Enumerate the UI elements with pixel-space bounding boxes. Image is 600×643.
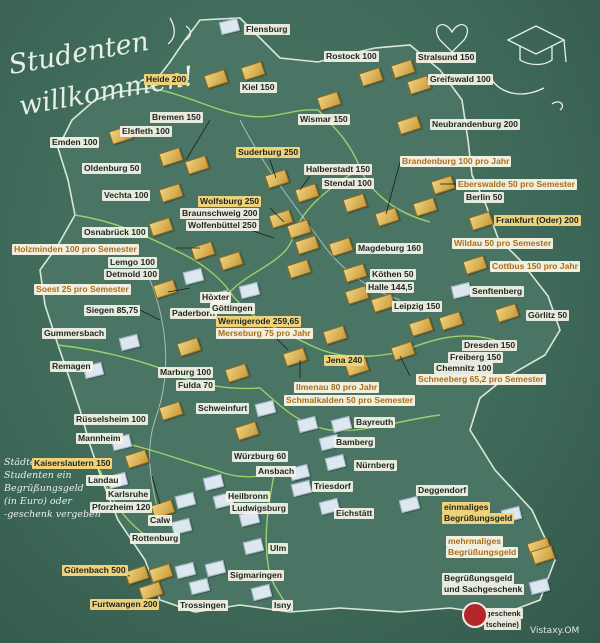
city-label-detmold: Detmold 100 <box>104 269 160 280</box>
city-label-oldenburg: Oldenburg 50 <box>82 163 142 174</box>
legend-voucher-line2: tscheine) <box>484 619 521 630</box>
city-label-stendal: Stendal 100 <box>322 178 374 189</box>
legend-multiple-line2: Begrüßungsgeld <box>446 547 519 558</box>
city-label-wildau: Wildau 50 pro Semester <box>452 238 554 249</box>
city-label-guetenbach: Gütenbach 500 <box>62 565 128 576</box>
city-label-hoexter: Höxter <box>200 292 232 303</box>
city-label-jena: Jena 240 <box>324 355 365 366</box>
sidenote-line: -geschenk vergeben <box>4 509 101 520</box>
sidenote-line: Begrüßungsgeld <box>4 483 84 494</box>
city-label-wolfsburg: Wolfsburg 250 <box>198 196 262 207</box>
city-label-ansbach: Ansbach <box>256 466 297 477</box>
city-label-nuernberg: Nürnberg <box>354 460 397 471</box>
city-label-triesdorf: Triesdorf <box>312 481 353 492</box>
legend-cash-gift-line2: und Sachgeschenk <box>442 584 525 595</box>
city-label-goerlitz: Görlitz 50 <box>526 310 570 321</box>
city-label-deggendorf: Deggendorf <box>416 485 469 496</box>
city-label-bayreuth: Bayreuth <box>354 417 396 428</box>
city-label-ulm: Ulm <box>268 543 289 554</box>
legend-one-time-line2: Begrüßungsgeld <box>442 513 515 524</box>
city-label-lemgo: Lemgo 100 <box>108 257 157 268</box>
city-label-senftenberg: Senftenberg <box>470 286 525 297</box>
city-label-sigmaringen: Sigmaringen <box>228 570 285 581</box>
city-label-holzminden: Holzminden 100 pro Semester <box>12 244 139 255</box>
city-label-soest: Soest 25 pro Semester <box>34 284 131 295</box>
city-label-magdeburg: Magdeburg 160 <box>356 243 424 254</box>
city-label-cottbus: Cottbus 150 pro Jahr <box>490 261 580 272</box>
city-label-schneeberg: Schneeberg 65,2 pro Semester <box>416 374 546 385</box>
city-label-koethen: Köthen 50 <box>370 269 416 280</box>
legend-one-time-line1: einmaliges <box>442 502 491 513</box>
city-label-osnabrueck: Osnabrück 100 <box>82 227 148 238</box>
city-label-siegen: Siegen 85,75 <box>84 305 141 316</box>
city-label-marburg: Marburg 100 <box>158 367 214 378</box>
city-label-trossingen: Trossingen <box>178 600 228 611</box>
city-label-frankfurt: Frankfurt (Oder) 200 <box>494 215 581 226</box>
seal-logo-icon <box>462 602 488 628</box>
city-label-kiel: Kiel 150 <box>240 82 277 93</box>
city-label-freiberg: Freiberg 150 <box>448 352 504 363</box>
city-label-schmalkalden: Schmalkalden 50 pro Semester <box>284 395 416 406</box>
city-label-goettingen: Göttingen <box>210 303 255 314</box>
city-label-gummersbach: Gummersbach <box>42 328 107 339</box>
city-label-berlin: Berlin 50 <box>464 192 505 203</box>
city-label-elsfleth: Elsfleth 100 <box>120 126 172 137</box>
legend: einmaliges Begrüßungsgeld mehrmaliges Be… <box>442 502 600 642</box>
city-label-furtwangen: Furtwangen 200 <box>90 599 160 610</box>
city-label-pforzheim: Pforzheim 120 <box>90 502 153 513</box>
city-label-heilbronn: Heilbronn <box>226 491 271 502</box>
sidenote-line: (in Euro) oder <box>4 496 72 507</box>
city-label-ruesselsheim: Rüsselsheim 100 <box>74 414 148 425</box>
city-label-suderburg: Suderburg 250 <box>236 147 301 158</box>
city-label-karlsruhe: Karlsruhe <box>106 489 151 500</box>
city-label-emden: Emden 100 <box>50 137 100 148</box>
city-label-greifswald: Greifswald 100 <box>428 74 493 85</box>
city-label-schweinfurt: Schweinfurt <box>196 403 250 414</box>
city-label-paderborn: Paderborn <box>170 308 217 319</box>
city-label-fulda: Fulda 70 <box>176 380 215 391</box>
city-label-rostock: Rostock 100 <box>324 51 379 62</box>
city-label-wernigerode: Wernigerode 259,65 <box>216 316 302 327</box>
sidenote-line: Studenten ein <box>4 470 72 481</box>
city-label-wuerzburg: Würzburg 60 <box>232 451 289 462</box>
watermark: Vistaxy.OM <box>530 626 580 636</box>
city-label-remagen: Remagen <box>50 361 93 372</box>
city-label-neubrandenburg: Neubrandenburg 200 <box>430 119 520 130</box>
city-label-wismar: Wismar 150 <box>298 114 350 125</box>
legend-voucher-line1: geschenk <box>484 608 523 619</box>
city-label-brandenburg: Brandenburg 100 pro Jahr <box>400 156 512 167</box>
legend-cash-gift-line1: Begrüßungsgeld <box>442 573 515 584</box>
city-label-halle: Halle 144,5 <box>366 282 415 293</box>
city-label-ilmenau: Ilmenau 80 pro Jahr <box>294 382 380 393</box>
city-label-mannheim: Mannheim <box>76 433 123 444</box>
city-label-halberstadt: Halberstadt 150 <box>304 164 373 175</box>
city-label-chemnitz: Chemnitz 100 <box>434 363 494 374</box>
city-label-eichstaett: Eichstätt <box>334 508 375 519</box>
city-label-braunschweig: Braunschweig 200 <box>180 208 260 219</box>
city-label-heide: Heide 200 <box>144 74 189 85</box>
city-label-kaiserslautern: Kaiserslautern 150 <box>32 458 113 469</box>
city-label-wolfenbuettel: Wolfenbüttel 250 <box>186 220 259 231</box>
city-label-isny: Isny <box>272 600 294 611</box>
city-label-rottenburg: Rottenburg <box>130 533 181 544</box>
legend-multiple-line1: mehrmaliges <box>446 536 504 547</box>
city-label-dresden: Dresden 150 <box>462 340 518 351</box>
city-label-eberswalde: Eberswalde 50 pro Semester <box>456 179 578 190</box>
city-label-bremen: Bremen 150 <box>150 112 203 123</box>
city-label-merseburg: Merseburg 75 pro Jahr <box>216 328 313 339</box>
city-label-vechta: Vechta 100 <box>102 190 151 201</box>
city-label-flensburg: Flensburg <box>244 24 290 35</box>
city-label-leipzig: Leipzig 150 <box>392 301 443 312</box>
city-label-stralsund: Stralsund 150 <box>416 52 477 63</box>
city-label-landau: Landau <box>86 475 121 486</box>
city-label-bamberg: Bamberg <box>334 437 376 448</box>
city-label-calw: Calw <box>148 515 173 526</box>
city-label-ludwigsburg: Ludwigsburg <box>230 503 288 514</box>
